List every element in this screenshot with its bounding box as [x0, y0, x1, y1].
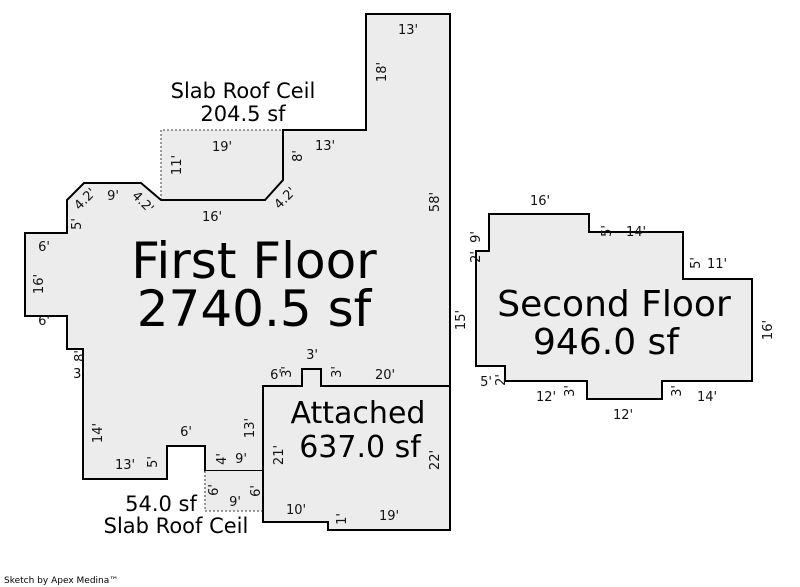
first-floor-name: First Floor — [131, 232, 377, 290]
dim-label: 9' — [107, 189, 119, 204]
sketch-credit: Sketch by Apex Medina™ — [4, 576, 118, 586]
dim-label: 8' — [73, 350, 88, 362]
dim-label: 22' — [428, 450, 443, 470]
dim-label: 6' — [38, 314, 50, 329]
dim-label: 9' — [469, 231, 484, 243]
attached-name: Attached — [291, 396, 426, 431]
dim-label: 11' — [170, 155, 185, 175]
dim-label: 19' — [212, 140, 232, 155]
slab-bottom-name: Slab Roof Ceil — [104, 514, 249, 538]
dim-label: 3' — [670, 385, 685, 397]
attached-sf: 637.0 sf — [299, 430, 422, 465]
dim-label: 2' — [494, 374, 509, 386]
dim-label: 6' — [207, 484, 222, 496]
dim-label: 20' — [375, 368, 395, 383]
dim-label: 16' — [202, 210, 222, 225]
dim-label: 21' — [272, 445, 287, 465]
dim-label: 15' — [454, 310, 469, 330]
dim-label: 13' — [115, 458, 135, 473]
second-floor-sf: 946.0 sf — [533, 322, 680, 363]
dim-label: 3' — [563, 385, 578, 397]
dim-label: 13' — [243, 418, 258, 438]
second-floor-area — [475, 213, 753, 400]
second-floor-name: Second Floor — [497, 284, 731, 325]
dim-label: 18' — [375, 62, 390, 82]
slab-top-name: Slab Roof Ceil — [171, 79, 316, 103]
dim-label: 12' — [613, 408, 633, 423]
dim-label: 3' — [280, 366, 295, 378]
dim-label: 6' — [270, 368, 282, 383]
dim-label: 16' — [530, 194, 550, 209]
dim-label: 1' — [335, 513, 350, 525]
dim-label: 14' — [697, 390, 717, 405]
dim-label: 16' — [761, 320, 776, 340]
dim-label: 4' — [215, 453, 230, 465]
dim-label: 58' — [428, 192, 443, 212]
dim-label: 5' — [70, 218, 85, 230]
dim-label: 3' — [73, 367, 85, 382]
dim-label: 5' — [480, 375, 492, 390]
slab-bottom-sf: 54.0 sf — [125, 492, 197, 516]
dim-label: 8' — [291, 150, 306, 162]
dim-label: 5' — [600, 225, 615, 237]
dim-label: 5' — [689, 257, 704, 269]
dim-label: 14' — [91, 423, 106, 443]
attached-area — [262, 368, 451, 531]
dim-label: 11' — [707, 257, 727, 272]
dim-label: 13' — [398, 23, 418, 38]
dim-label: 9' — [229, 495, 241, 510]
dim-label: 3' — [306, 348, 318, 363]
dim-label: 16' — [32, 274, 47, 294]
first-floor-sf: 2740.5 sf — [137, 280, 373, 338]
slab-top-dotted-edge — [160, 129, 283, 200]
dim-label: 2' — [469, 251, 484, 263]
dim-label: 12' — [536, 390, 556, 405]
dim-label: 14' — [626, 225, 646, 240]
dim-label: 10' — [286, 503, 306, 518]
slab-bottom-area — [205, 471, 263, 511]
dim-label: 6' — [249, 485, 264, 497]
dim-label: 3' — [330, 366, 345, 378]
dim-label: 6' — [180, 425, 192, 440]
dim-label: 13' — [315, 139, 335, 154]
slab-bottom-dotted-edge — [204, 471, 263, 512]
dim-label: 9' — [235, 452, 247, 467]
slab-top-area — [161, 130, 283, 200]
dim-label: 5' — [146, 456, 161, 468]
slab-top-sf: 204.5 sf — [200, 102, 286, 126]
dim-label: 6' — [38, 240, 50, 255]
dim-label: 19' — [379, 509, 399, 524]
